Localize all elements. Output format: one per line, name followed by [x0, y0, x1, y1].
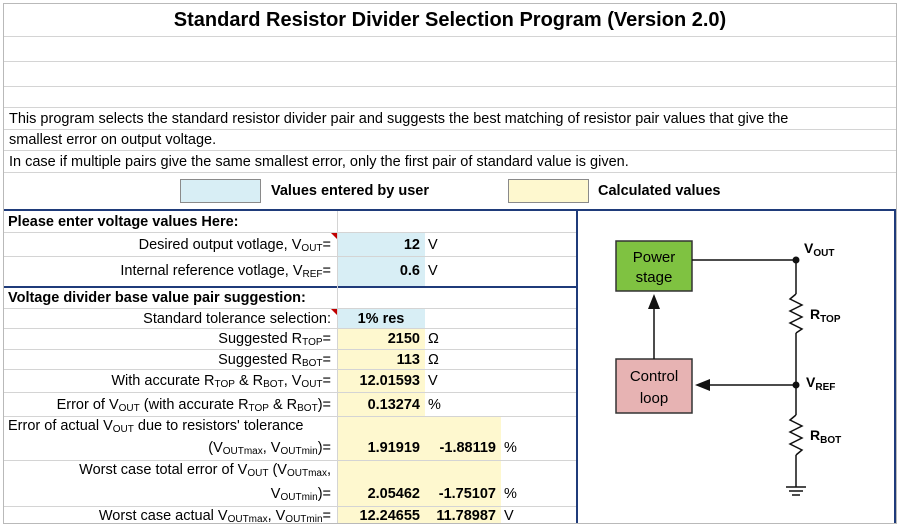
output-section-heading: Voltage divider base value pair suggesti…: [4, 288, 576, 309]
vout-label: Desired output votlage, VOUT=: [138, 237, 331, 254]
tolerance-row: Standard tolerance selection: 1% res: [4, 309, 576, 329]
rtop-unit: Ω: [428, 331, 439, 347]
input-section-heading: Please enter voltage values Here:: [4, 211, 576, 233]
accurate-vout-row: With accurate RTOP & RBOT, VOUT= 12.0159…: [4, 370, 576, 393]
circuit-diagram: Power stage Control loop: [576, 211, 896, 523]
tolerance-error-max-value: 1.91919: [367, 440, 420, 456]
control-loop-label-line-1: Control: [630, 368, 678, 385]
rtop-label: RTOP: [810, 306, 841, 325]
vout-row: Desired output votlage, VOUT= 12 V: [4, 233, 576, 257]
vout-input[interactable]: 12: [337, 233, 425, 256]
vref-label: Internal reference votlage, VREF=: [120, 263, 331, 280]
rbot-unit: Ω: [428, 352, 439, 368]
vout-node: [792, 256, 800, 264]
worst-actual-max-value: 12.24655: [359, 508, 420, 524]
worst-error-unit: %: [504, 486, 517, 502]
description-line-1: This program selects the standard resist…: [4, 109, 896, 130]
comment-marker-icon[interactable]: [331, 233, 337, 239]
calculator-form: Please enter voltage values Here: Desire…: [4, 211, 576, 524]
accurate-vout-unit: V: [428, 373, 438, 389]
vout-unit: V: [428, 237, 438, 253]
rbot-row: Suggested RBOT= 113 Ω: [4, 350, 576, 370]
power-stage-label-line-1: Power: [633, 249, 676, 266]
error-vout-value: 0.13274: [337, 393, 425, 416]
worst-error-row: Worst case total error of VOUT (VOUTmax,…: [4, 461, 576, 507]
description-line-3: In case if multiple pairs give the same …: [4, 152, 896, 173]
legend-calc-swatch: [508, 179, 589, 203]
control-loop-label-line-2: loop: [640, 390, 668, 407]
tolerance-label: Standard tolerance selection:: [143, 311, 331, 327]
worst-actual-row: Worst case actual VOUTmax, VOUTmin= 12.2…: [4, 507, 576, 524]
rtop-row: Suggested RTOP= 2150 Ω: [4, 329, 576, 350]
circuit-diagram-svg: Power stage Control loop: [615, 240, 841, 496]
empty-row[interactable]: [4, 63, 896, 87]
worst-error-min-value: -1.75107: [438, 486, 496, 502]
tolerance-error-row: Error of actual VOUT due to resistors' t…: [4, 417, 576, 461]
vref-node-label: VREF: [806, 374, 835, 393]
worst-error-max-value: 2.05462: [367, 486, 420, 502]
tolerance-error-min-value: -1.88119: [439, 440, 496, 456]
legend-user-label: Values entered by user: [271, 183, 429, 199]
worst-error-label-line-1: Worst case total error of VOUT (VOUTmax,: [79, 462, 331, 479]
tolerance-select[interactable]: 1% res: [337, 309, 425, 328]
calculator-panel: Please enter voltage values Here: Desire…: [4, 209, 896, 524]
rbot-label: Suggested RBOT=: [218, 352, 331, 369]
vref-input[interactable]: 0.6: [337, 257, 425, 286]
error-vout-unit: %: [428, 397, 441, 413]
tolerance-error-label-line-2: (VOUTmax, VOUTmin)=: [208, 440, 331, 457]
rtop-value: 2150: [337, 329, 425, 349]
worst-error-label-line-2: VOUTmin)=: [270, 486, 331, 503]
empty-row[interactable]: [4, 88, 896, 108]
vref-unit: V: [428, 263, 438, 279]
vref-row: Internal reference votlage, VREF= 0.6 V: [4, 257, 576, 288]
error-vout-label: Error of VOUT (with accurate RTOP & RBOT…: [56, 397, 331, 414]
empty-row[interactable]: [4, 38, 896, 62]
power-stage-label-line-2: stage: [636, 269, 673, 286]
tolerance-error-label-line-1: Error of actual VOUT due to resistors' t…: [8, 418, 304, 435]
power-stage-box: [615, 240, 693, 292]
worst-actual-unit: V: [504, 508, 514, 524]
legend-row: Values entered by user Calculated values: [4, 174, 896, 208]
rbot-resistor-icon: [788, 414, 804, 456]
rbot-value: 113: [337, 350, 425, 369]
legend-user-swatch: [180, 179, 261, 203]
comment-marker-icon[interactable]: [331, 309, 337, 315]
vref-node: [792, 381, 800, 389]
control-loop-box: [615, 358, 693, 414]
rtop-label: Suggested RTOP=: [218, 331, 331, 348]
accurate-vout-label: With accurate RTOP & RBOT, VOUT=: [111, 373, 331, 390]
spreadsheet: Standard Resistor Divider Selection Prog…: [3, 3, 897, 524]
rtop-resistor-icon: [788, 293, 804, 334]
accurate-vout-value: 12.01593: [337, 370, 425, 392]
rbot-label: RBOT: [810, 427, 841, 446]
worst-actual-label: Worst case actual VOUTmax, VOUTmin=: [98, 508, 331, 524]
tolerance-error-unit: %: [504, 440, 517, 456]
worst-actual-min-value: 11.78987: [436, 508, 496, 524]
error-vout-row: Error of VOUT (with accurate RTOP & RBOT…: [4, 393, 576, 417]
page-title: Standard Resistor Divider Selection Prog…: [4, 4, 896, 37]
vout-node-label: VOUT: [804, 240, 834, 259]
legend-calc-label: Calculated values: [598, 183, 721, 199]
description-line-2: smallest error on output voltage.: [4, 130, 896, 151]
